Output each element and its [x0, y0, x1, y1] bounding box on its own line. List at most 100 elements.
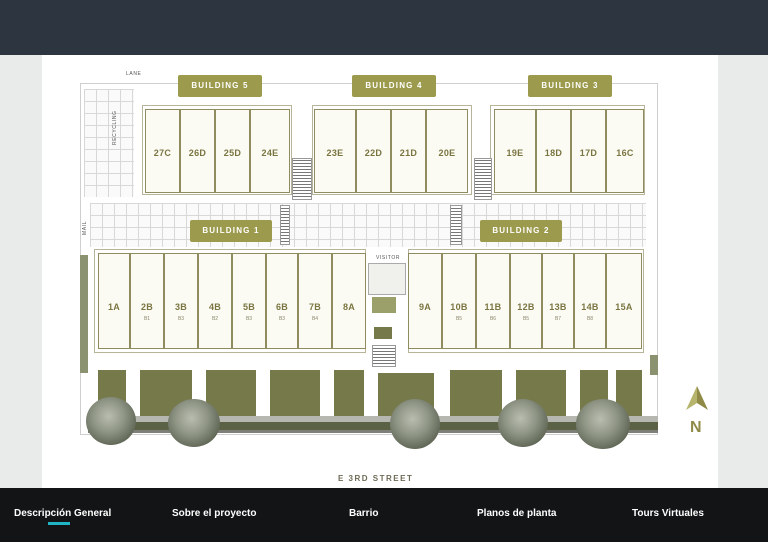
unit-14b[interactable]: 14B B8 — [574, 253, 606, 349]
building-1-tag[interactable]: BUILDING 1 — [190, 220, 272, 242]
unit-type-label: B5 — [455, 316, 463, 322]
unit-label: 15A — [615, 302, 633, 312]
nav-descripcion-general[interactable]: Descripción General — [14, 508, 112, 519]
front-entry-stairs — [372, 345, 396, 367]
building-4-tag[interactable]: BUILDING 4 — [352, 75, 436, 97]
unit-7b[interactable]: 7B B4 — [298, 253, 332, 349]
nav-planos-de-planta[interactable]: Planos de planta — [477, 508, 557, 519]
unit-type-label: B1 — [143, 316, 151, 322]
stairs-building-3 — [474, 158, 492, 200]
unit-16c[interactable]: 16C — [606, 109, 644, 193]
unit-label: 11B — [484, 302, 502, 312]
front-yard-4 — [270, 370, 320, 416]
unit-5b[interactable]: 5B B3 — [232, 253, 266, 349]
building-2-tag[interactable]: BUILDING 2 — [480, 220, 562, 242]
unit-label: 26D — [188, 148, 207, 158]
unit-label: 9A — [418, 302, 432, 312]
stairs-courtyard-left — [280, 205, 290, 245]
nav-sobre-el-proyecto[interactable]: Sobre el proyecto — [172, 508, 257, 519]
unit-18d[interactable]: 18D — [536, 109, 571, 193]
sidewalk — [88, 416, 658, 422]
unit-23e[interactable]: 23E — [314, 109, 356, 193]
unit-type-label: B4 — [311, 316, 319, 322]
street-tree-5 — [576, 399, 630, 449]
unit-type-label: B3 — [245, 316, 253, 322]
building-4-footprint — [312, 105, 472, 195]
unit-19e[interactable]: 19E — [494, 109, 536, 193]
central-garden — [372, 297, 396, 313]
unit-label: 8A — [342, 302, 356, 312]
recycling-label: RECYCLING — [112, 110, 118, 145]
unit-type-label: B7 — [554, 316, 562, 322]
building-3-tag[interactable]: BUILDING 3 — [528, 75, 612, 97]
boulevard-grass — [88, 422, 658, 430]
unit-label: 5B — [242, 302, 256, 312]
unit-12b[interactable]: 12B B5 — [510, 253, 542, 349]
unit-label: 13B — [549, 302, 567, 312]
unit-label: 7B — [308, 302, 322, 312]
unit-label: 17D — [579, 148, 598, 158]
unit-11b[interactable]: 11B B6 — [476, 253, 510, 349]
unit-label: 2B — [140, 302, 154, 312]
unit-9a[interactable]: 9A — [408, 253, 442, 349]
unit-label: 25D — [223, 148, 242, 158]
unit-13b[interactable]: 13B B7 — [542, 253, 574, 349]
unit-20e[interactable]: 20E — [426, 109, 468, 193]
unit-label: 22D — [364, 148, 383, 158]
street-tree-3 — [390, 399, 440, 449]
unit-label: 12B — [517, 302, 535, 312]
unit-label: 3B — [174, 302, 188, 312]
building-5-tag[interactable]: BUILDING 5 — [178, 75, 262, 97]
unit-25d[interactable]: 25D — [215, 109, 250, 193]
unit-label: 21D — [399, 148, 418, 158]
unit-label: 14B — [581, 302, 599, 312]
unit-8a[interactable]: 8A — [332, 253, 366, 349]
unit-27c[interactable]: 27C — [145, 109, 180, 193]
unit-21d[interactable]: 21D — [391, 109, 426, 193]
unit-label: 23E — [326, 148, 344, 158]
curb — [88, 430, 658, 433]
street-tree-4 — [498, 399, 548, 447]
lane-label: LANE — [126, 71, 142, 77]
nav-barrio[interactable]: Barrio — [349, 508, 379, 519]
unit-1a[interactable]: 1A — [98, 253, 130, 349]
unit-label: 19E — [506, 148, 524, 158]
unit-26d[interactable]: 26D — [180, 109, 215, 193]
unit-22d[interactable]: 22D — [356, 109, 391, 193]
unit-label: 1A — [107, 302, 121, 312]
street-tree-2 — [168, 399, 220, 447]
visitor-label: VISITOR — [376, 255, 401, 261]
north-label: N — [690, 419, 702, 436]
central-planter — [374, 327, 392, 339]
street-tree-1 — [86, 397, 136, 445]
unit-15a[interactable]: 15A — [606, 253, 642, 349]
unit-type-label: B8 — [586, 316, 594, 322]
unit-2b[interactable]: 2B B1 — [130, 253, 164, 349]
street-label: E 3RD STREET — [338, 474, 414, 483]
building-3-footprint — [490, 105, 645, 195]
unit-type-label: B6 — [489, 316, 497, 322]
unit-label: 27C — [153, 148, 172, 158]
unit-label: 18D — [544, 148, 563, 158]
building-5-footprint — [142, 105, 292, 195]
unit-type-label: B5 — [522, 316, 530, 322]
parking-area — [84, 89, 134, 197]
unit-label: 16C — [616, 148, 634, 158]
unit-label: 6B — [275, 302, 289, 312]
north-arrow-icon — [686, 386, 708, 410]
unit-24e[interactable]: 24E — [250, 109, 290, 193]
unit-10b[interactable]: 10B B5 — [442, 253, 476, 349]
front-yard-5 — [334, 370, 364, 416]
active-tab-indicator — [48, 522, 70, 525]
nav-tours-virtuales[interactable]: Tours Virtuales — [632, 508, 704, 519]
unit-17d[interactable]: 17D — [571, 109, 606, 193]
unit-label: 24E — [261, 148, 279, 158]
front-yard-7 — [450, 370, 502, 416]
stairs-courtyard-right — [450, 205, 462, 245]
unit-label: 10B — [450, 302, 468, 312]
